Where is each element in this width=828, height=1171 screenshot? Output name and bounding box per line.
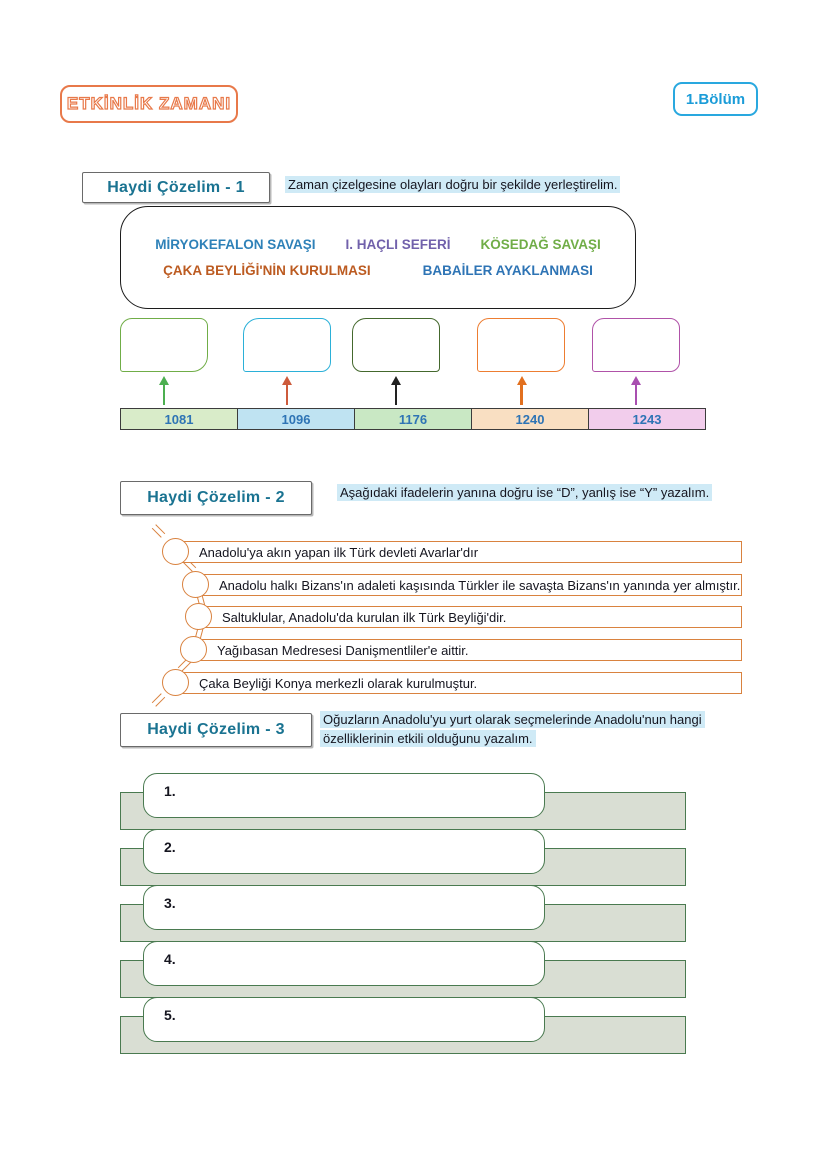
activity2-instruction: Aşağıdaki ifadelerin yanına doğru ise “D… [337, 484, 777, 503]
statement-row: Yağıbasan Medresesi Danişmentliler'e ait… [188, 639, 742, 661]
activity3-title: Haydi Çözelim - 3 [147, 721, 285, 738]
event-pool-box: MİRYOKEFALON SAVAŞI I. HAÇLI SEFERİ KÖSE… [120, 206, 636, 309]
up-arrow-icon [635, 385, 637, 405]
section-number-badge: 1.Bölüm [673, 82, 758, 116]
statement-row: Saltuklular, Anadolu'da kurulan ilk Türk… [193, 606, 742, 628]
statement-row: Çaka Beyliği Konya merkezli olarak kurul… [170, 672, 742, 694]
chain-link-icon [151, 693, 166, 707]
timeline-year: 1081 [164, 411, 194, 427]
event-pool-row: MİRYOKEFALON SAVAŞI I. HAÇLI SEFERİ KÖSE… [155, 237, 601, 252]
timeline-year: 1096 [281, 411, 311, 427]
activity3-title-box: Haydi Çözelim - 3 [120, 713, 312, 747]
event-babailer[interactable]: BABAİLER AYAKLANMASI [422, 263, 593, 278]
timeline-year: 1243 [632, 411, 662, 427]
section-number-label: 1.Bölüm [685, 90, 746, 108]
true-false-circle[interactable] [182, 571, 209, 598]
timeline-drop-box-1081[interactable] [120, 318, 208, 372]
true-false-circle[interactable] [162, 538, 189, 565]
activity-time-badge: ETKİNLİK ZAMANI [60, 85, 238, 123]
answer-write-box[interactable]: 4. [143, 941, 545, 986]
activity2-title-box: Haydi Çözelim - 2 [120, 481, 312, 515]
event-caka-beyligi[interactable]: ÇAKA BEYLİĞİ'NİN KURULMASI [163, 263, 371, 278]
answer-number: 3. [164, 895, 176, 911]
true-false-circle[interactable] [185, 603, 212, 630]
timeline-segment: 1240 [471, 408, 589, 430]
statement-text: Saltuklular, Anadolu'da kurulan ilk Türk… [222, 609, 507, 625]
timeline-segment: 1081 [120, 408, 238, 430]
event-miryokefalon[interactable]: MİRYOKEFALON SAVAŞI [155, 237, 316, 252]
chain-link-icon [151, 524, 166, 538]
answer-number: 2. [164, 839, 176, 855]
timeline-drop-box-1096[interactable] [243, 318, 331, 372]
statement-text: Anadolu'ya akın yapan ilk Türk devleti A… [199, 544, 479, 560]
statement-text: Yağıbasan Medresesi Danişmentliler'e ait… [217, 642, 469, 658]
answer-number: 1. [164, 783, 176, 799]
event-kosedag[interactable]: KÖSEDAĞ SAVAŞI [480, 237, 601, 252]
up-arrow-icon [520, 385, 523, 405]
activity1-title: Haydi Çözelim - 1 [107, 178, 245, 196]
timeline-drop-box-1176[interactable] [352, 318, 440, 372]
up-arrow-icon [395, 385, 397, 405]
statement-text: Çaka Beyliği Konya merkezli olarak kurul… [199, 675, 478, 691]
up-arrow-icon [286, 385, 288, 405]
answer-write-box[interactable]: 1. [143, 773, 545, 818]
timeline-bar: 1081 1096 1176 1240 1243 [120, 408, 706, 430]
timeline-drop-box-1240[interactable] [477, 318, 565, 372]
answer-number: 4. [164, 951, 176, 967]
answer-write-box[interactable]: 3. [143, 885, 545, 930]
event-hacli-seferi[interactable]: I. HAÇLI SEFERİ [345, 237, 451, 252]
statement-text: Anadolu halkı Bizans'ın adaleti kaşısınd… [219, 577, 741, 593]
answer-number: 5. [164, 1007, 176, 1023]
statement-row: Anadolu'ya akın yapan ilk Türk devleti A… [170, 541, 742, 563]
statement-row: Anadolu halkı Bizans'ın adaleti kaşısınd… [190, 574, 742, 596]
timeline-segment: 1176 [354, 408, 472, 430]
event-pool-row: ÇAKA BEYLİĞİ'NİN KURULMASI BABAİLER AYAK… [163, 263, 593, 278]
timeline-drop-box-1243[interactable] [592, 318, 680, 372]
activity1-title-box: Haydi Çözelim - 1 [82, 172, 270, 203]
true-false-circle[interactable] [180, 636, 207, 663]
timeline-year: 1240 [515, 411, 545, 427]
activity2-title: Haydi Çözelim - 2 [147, 489, 285, 506]
answer-write-box[interactable]: 2. [143, 829, 545, 874]
activity-time-label: ETKİNLİK ZAMANI [66, 93, 232, 113]
activity3-instruction: Oğuzların Anadolu'yu yurt olarak seçmele… [320, 711, 720, 749]
activity1-instruction: Zaman çizelgesine olayları doğru bir şek… [285, 176, 765, 195]
answer-write-box[interactable]: 5. [143, 997, 545, 1042]
timeline-segment: 1096 [237, 408, 355, 430]
timeline-year: 1176 [398, 411, 428, 427]
timeline-segment: 1243 [588, 408, 706, 430]
true-false-circle[interactable] [162, 669, 189, 696]
up-arrow-icon [163, 385, 165, 405]
